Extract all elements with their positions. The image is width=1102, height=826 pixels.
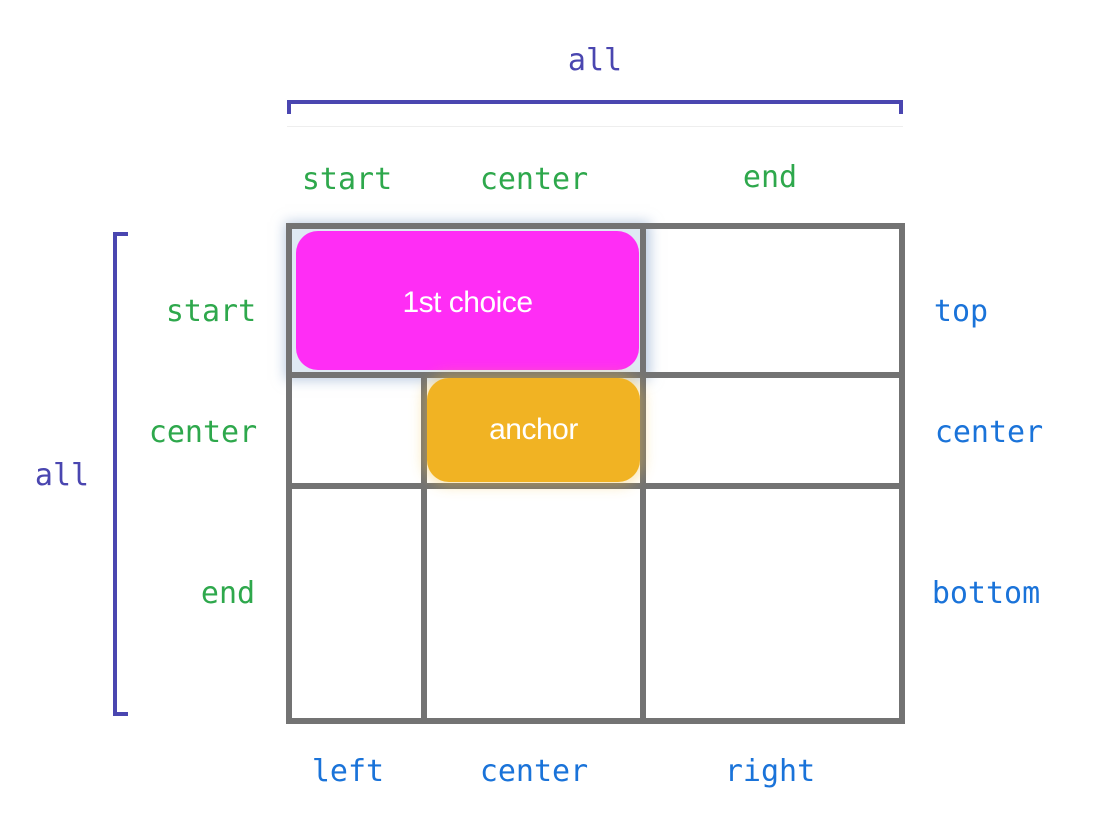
grid-line-horizontal-2 xyxy=(286,483,905,489)
anchor-box: anchor xyxy=(427,378,640,482)
left-all-bracket xyxy=(113,232,128,716)
side-label-center: center xyxy=(934,415,1044,450)
left-all-label: all xyxy=(34,458,90,493)
side-label-top: top xyxy=(933,294,989,329)
anchor-label: anchor xyxy=(489,413,578,446)
row-label-start: start xyxy=(165,294,257,329)
side-label-left: left xyxy=(311,754,385,789)
row-label-center: center xyxy=(148,415,258,450)
column-label-end: end xyxy=(742,160,798,195)
column-label-center: center xyxy=(479,162,589,197)
row-label-end: end xyxy=(200,576,256,611)
side-label-right: right xyxy=(724,754,816,789)
side-label-center-bottom: center xyxy=(479,754,589,789)
divider xyxy=(287,126,903,127)
top-all-bracket xyxy=(287,100,903,114)
side-label-bottom: bottom xyxy=(931,576,1041,611)
column-label-start: start xyxy=(301,162,393,197)
top-all-label: all xyxy=(567,43,623,78)
first-choice-box: 1st choice xyxy=(296,231,639,370)
grid-line-vertical-2 xyxy=(640,223,646,724)
first-choice-label: 1st choice xyxy=(402,285,533,319)
grid-line-vertical-1 xyxy=(421,374,427,724)
position-grid xyxy=(286,223,905,724)
grid-line-horizontal-1 xyxy=(286,372,905,378)
